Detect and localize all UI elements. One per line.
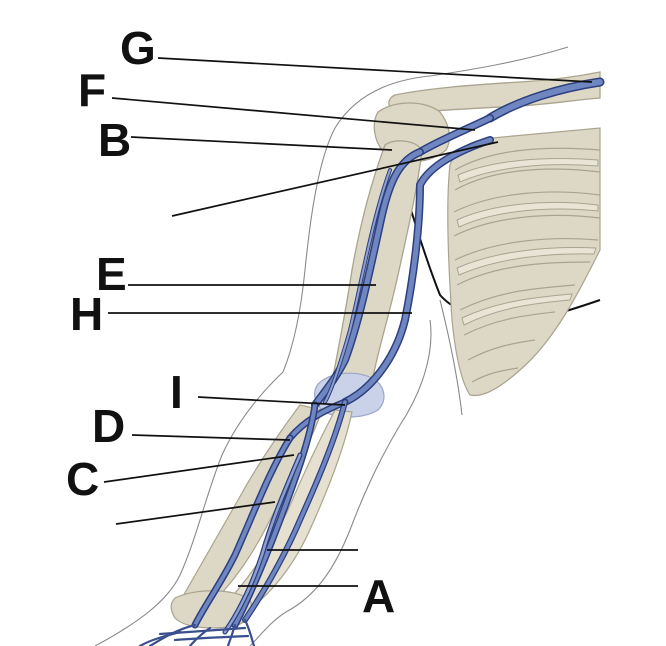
label-i: I xyxy=(170,366,183,418)
label-f: F xyxy=(78,64,106,116)
leader-line-unlabeled-forearm xyxy=(115,501,276,525)
leader-line-unlabeled-upper xyxy=(171,141,499,217)
leader-lines xyxy=(103,57,593,587)
label-e: E xyxy=(96,248,127,300)
leader-line-g xyxy=(157,57,593,83)
leader-line-i xyxy=(197,396,346,406)
skin-outline xyxy=(94,46,569,646)
label-h: H xyxy=(70,288,103,340)
leader-line-c xyxy=(103,454,295,483)
leader-line-f xyxy=(111,97,476,131)
veins xyxy=(138,77,605,646)
label-d: D xyxy=(92,400,125,452)
label-c: C xyxy=(66,453,99,505)
label-a: A xyxy=(362,570,395,622)
ribcage xyxy=(447,127,601,397)
label-b: B xyxy=(98,114,131,166)
leader-line-d xyxy=(131,434,291,441)
leader-line-b xyxy=(130,136,393,151)
label-g: G xyxy=(120,22,156,74)
labels: G F B E H I D C A xyxy=(66,22,395,622)
